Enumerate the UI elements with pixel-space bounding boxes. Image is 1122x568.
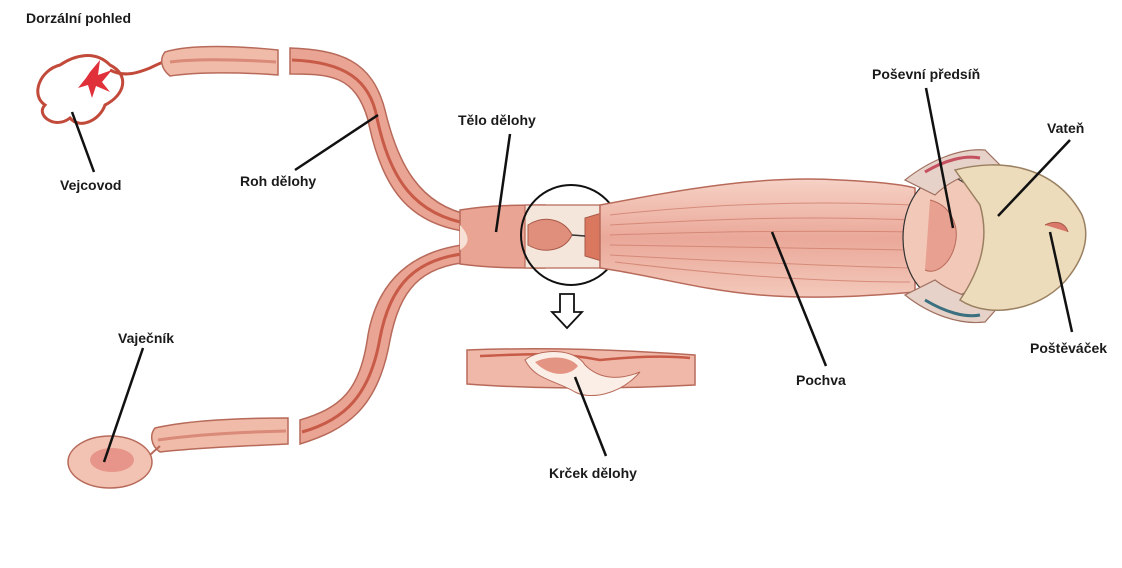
label-krcek-delohy: Krček dělohy bbox=[549, 465, 637, 481]
label-postevacek: Poštěváček bbox=[1030, 340, 1107, 356]
oviduct-shape bbox=[38, 56, 168, 124]
lower-horn-curve bbox=[300, 244, 470, 444]
down-arrow-icon bbox=[552, 294, 582, 328]
view-title: Dorzální pohled bbox=[26, 10, 131, 26]
fimbria-shape bbox=[78, 60, 112, 98]
upper-horn-segment bbox=[162, 47, 278, 77]
leader-roh-delohy bbox=[295, 115, 378, 170]
label-roh-delohy: Roh dělohy bbox=[240, 173, 316, 189]
ovary-shape bbox=[68, 436, 160, 488]
cervix-detail-shape bbox=[467, 349, 695, 396]
label-vajecnik: Vaječník bbox=[118, 330, 174, 346]
label-posevni-predsin: Poševní předsíň bbox=[872, 66, 980, 82]
upper-horn-curve bbox=[290, 48, 470, 232]
label-vaten: Vateň bbox=[1047, 120, 1084, 136]
cervix-shape bbox=[525, 205, 605, 268]
label-vejcovod: Vejcovod bbox=[60, 177, 121, 193]
vagina-shape bbox=[600, 179, 915, 297]
lower-horn-segment bbox=[152, 418, 288, 452]
label-pochva: Pochva bbox=[796, 372, 846, 388]
label-telo-delohy: Tělo dělohy bbox=[458, 112, 536, 128]
